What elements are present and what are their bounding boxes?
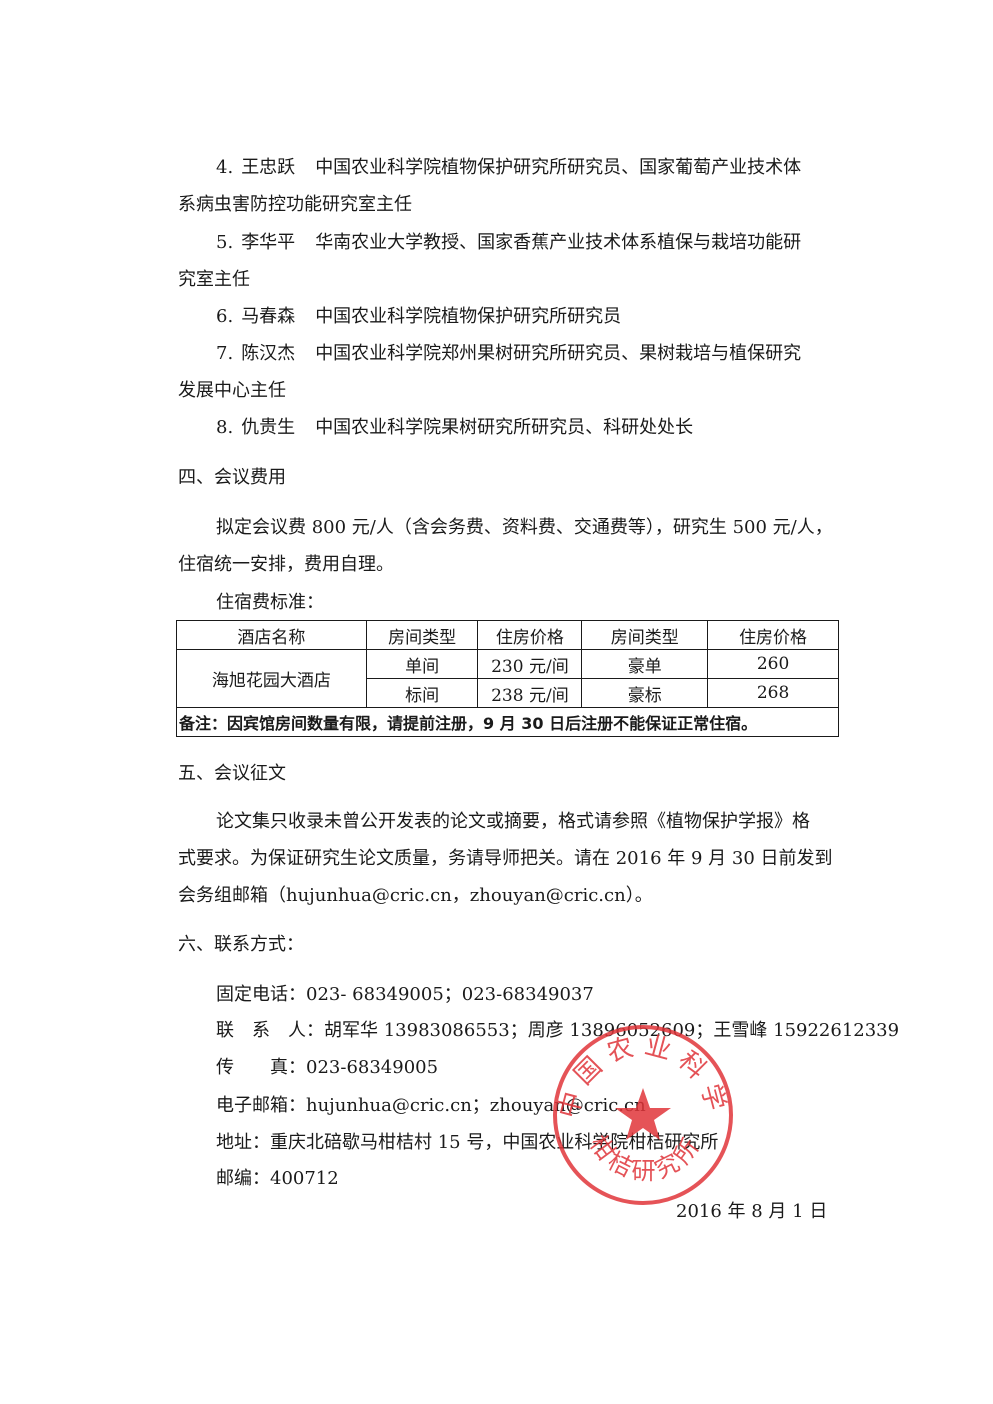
expert-number: 5. [216, 232, 234, 253]
table-header: 酒店名称 [176, 620, 367, 650]
table-cell: 单间 [365, 649, 479, 679]
contact-fax: 传 真：023-68349005 [216, 1057, 439, 1078]
expert-number: 4. [216, 157, 234, 178]
section-4-heading: 四、会议费用 [178, 467, 286, 488]
section-6-heading: 六、联系方式： [178, 934, 304, 955]
table-note-row: 备注：因宾馆房间数量有限，请提前注册，9 月 30 日后注册不能保证正常住宿。 [176, 707, 839, 737]
table-cell: 260 [707, 649, 839, 679]
expert-name: 王忠跃 [241, 157, 296, 178]
section-5-para-line1: 论文集只收录未曾公开发表的论文或摘要，格式请参照《植物保护学报》格 [216, 811, 810, 832]
expert-name: 马春森 [241, 306, 296, 327]
expert-name: 陈汉杰 [241, 343, 296, 364]
expert-desc: 华南农业大学教授、国家香蕉产业技术体系植保与栽培功能研 [315, 232, 802, 253]
expert-6-line1: 6. 马春森中国农业科学院植物保护研究所研究员 [216, 305, 621, 329]
table-header: 住房价格 [707, 620, 839, 650]
document-date: 2016 年 8 月 1 日 [676, 1201, 828, 1222]
table-note: 备注：因宾馆房间数量有限，请提前注册，9 月 30 日后注册不能保证正常住宿。 [176, 707, 839, 737]
section-4-para-line2: 住宿统一安排，费用自理。 [178, 554, 394, 575]
contact-phone: 固定电话：023- 68349005；023-68349037 [216, 984, 594, 1005]
table-cell: 230 元/间 [477, 649, 583, 679]
table-cell: 豪标 [581, 678, 709, 708]
section-4-para-line1: 拟定会议费 800 元/人（含会务费、资料费、交通费等），研究生 500 元/人… [216, 517, 833, 538]
table-cell: 238 元/间 [477, 678, 583, 708]
expert-number: 8. [216, 417, 234, 438]
accommodation-table: 酒店名称 房间类型 住房价格 房间类型 住房价格 海旭花园大酒店 单间 230 … [176, 620, 839, 737]
expert-name: 李华平 [241, 232, 296, 253]
contact-address: 地址：重庆北碚歇马柑桔村 15 号，中国农业科学院柑桔研究所 [216, 1132, 719, 1153]
table-row: 海旭花园大酒店 单间 230 元/间 豪单 260 [176, 649, 839, 708]
svg-text:柑桔研究所: 柑桔研究所 [584, 1130, 707, 1185]
contact-email: 电子邮箱：hujunhua@cric.cn；zhouyan@cric.cn [216, 1095, 646, 1116]
table-cell: 268 [707, 678, 839, 708]
table-caption: 住宿费标准： [216, 592, 324, 613]
expert-7-line2: 发展中心主任 [178, 380, 286, 401]
section-5-heading: 五、会议征文 [178, 763, 286, 784]
table-header: 房间类型 [581, 620, 709, 650]
expert-7-line1: 7. 陈汉杰中国农业科学院郑州果树研究所研究员、果树栽培与植保研究 [216, 342, 801, 366]
table-header: 住房价格 [477, 620, 583, 650]
expert-number: 7. [216, 343, 234, 364]
expert-4-line1: 4. 王忠跃中国农业科学院植物保护研究所研究员、国家葡萄产业技术体 [216, 156, 801, 180]
expert-number: 6. [216, 306, 234, 327]
expert-desc: 中国农业科学院果树研究所研究员、科研处处长 [315, 417, 694, 438]
expert-desc: 中国农业科学院植物保护研究所研究员 [315, 306, 622, 327]
expert-4-line2: 系病虫害防控功能研究室主任 [178, 194, 412, 215]
section-5-para-line2: 式要求。为保证研究生论文质量，务请导师把关。请在 2016 年 9 月 30 日… [178, 848, 833, 869]
table-header-row: 酒店名称 房间类型 住房价格 房间类型 住房价格 [176, 620, 839, 650]
expert-desc: 中国农业科学院植物保护研究所研究员、国家葡萄产业技术体 [315, 157, 802, 178]
table-cell: 标间 [365, 678, 479, 708]
table-cell: 豪单 [581, 649, 709, 679]
section-5-para-line3: 会务组邮箱（hujunhua@cric.cn，zhouyan@cric.cn）。 [178, 885, 653, 906]
hotel-name-cell: 海旭花园大酒店 [176, 649, 367, 708]
expert-name: 仇贵生 [241, 417, 296, 438]
table-row: 标间 238 元/间 豪标 268 [177, 678, 839, 708]
expert-8-line1: 8. 仇贵生中国农业科学院果树研究所研究员、科研处处长 [216, 416, 693, 440]
contact-postcode: 邮编：400712 [216, 1168, 339, 1189]
seal-bottom-text: 柑桔研究所 [584, 1130, 703, 1185]
table-header: 房间类型 [365, 620, 479, 650]
expert-5-line2: 究室主任 [178, 269, 250, 290]
official-seal-icon: 中国农业科学 柑桔研究所 [553, 1025, 733, 1205]
expert-desc: 中国农业科学院郑州果树研究所研究员、果树栽培与植保研究 [315, 343, 802, 364]
expert-5-line1: 5. 李华平华南农业大学教授、国家香蕉产业技术体系植保与栽培功能研 [216, 231, 801, 255]
contact-persons: 联 系 人：胡军华 13983086553；周彦 13896052609；王雪峰… [216, 1020, 900, 1041]
